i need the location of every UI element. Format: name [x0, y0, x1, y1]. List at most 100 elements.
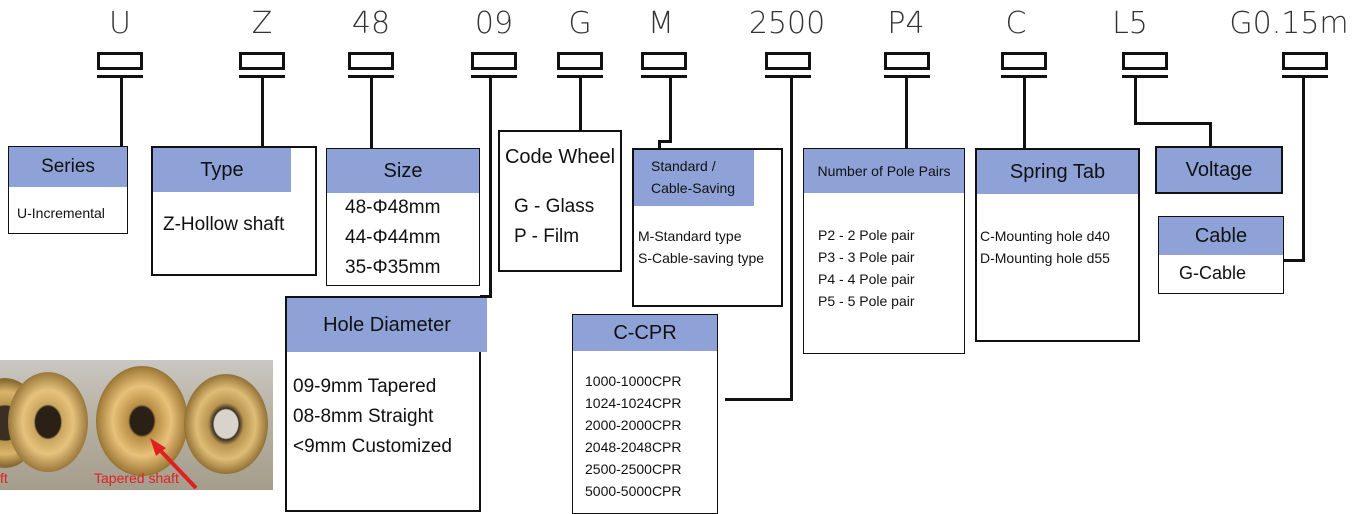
slot-underline — [557, 75, 603, 78]
connector-cable-h — [1283, 259, 1305, 262]
slot-cpr — [765, 52, 811, 70]
code-voltage: L5 — [1112, 6, 1148, 41]
connector-voltage-v2 — [1209, 122, 1212, 146]
slot-voltage — [1122, 52, 1168, 70]
slot-standard — [641, 52, 687, 70]
spring-box: Spring Tab C-Mounting hole d40 D-Mountin… — [975, 148, 1140, 342]
slot-type — [239, 52, 285, 70]
cpr-item: 1000-1000CPR — [585, 373, 682, 389]
code-wheel: G — [568, 6, 592, 41]
slot-underline — [348, 75, 394, 78]
standard-header-line2: Cable-Saving — [651, 180, 736, 196]
voltage-header: Voltage — [1157, 148, 1281, 192]
pole-header: Number of Pole Pairs — [804, 149, 964, 193]
connector-spring — [1023, 78, 1026, 148]
code-pole: P4 — [887, 6, 925, 41]
slot-hole — [471, 52, 517, 70]
code-cpr: 2500 — [748, 6, 826, 41]
slot-underline — [765, 75, 811, 78]
connector-series — [120, 78, 123, 146]
pole-item: P3 - 3 Pole pair — [818, 249, 915, 265]
connector-cpr-v — [790, 78, 793, 401]
connector-voltage-h — [1134, 122, 1212, 125]
annotation-arrow-icon — [150, 438, 198, 490]
connector-cpr-h — [725, 398, 793, 401]
cpr-item: 2048-2048CPR — [585, 439, 682, 455]
slot-spring — [1001, 52, 1047, 70]
shaft-ring-1 — [8, 372, 88, 472]
slot-underline — [97, 75, 143, 78]
cpr-box: C-CPR 1000-1000CPR 1024-1024CPR 2000-200… — [572, 314, 718, 514]
connector-cable-v — [1302, 78, 1305, 262]
pole-item: P2 - 2 Pole pair — [818, 227, 915, 243]
connector-hole-v — [489, 78, 492, 298]
connector-wheel — [579, 78, 582, 130]
connector-voltage-v — [1134, 78, 1137, 125]
shaft-ring-2 — [96, 366, 188, 476]
slot-underline — [239, 75, 285, 78]
voltage-box: Voltage — [1155, 146, 1283, 194]
slot-series — [97, 52, 143, 70]
standard-header-line1: Standard / — [651, 158, 716, 174]
cable-box: Cable G-Cable — [1158, 216, 1284, 294]
hole-item: <9mm Customized — [293, 436, 452, 457]
connector-pole — [905, 78, 908, 148]
size-header: Size — [327, 149, 479, 193]
cpr-item: 1024-1024CPR — [585, 395, 682, 411]
code-hole: 09 — [474, 6, 514, 41]
connector-size — [370, 78, 373, 148]
type-item: Z-Hollow shaft — [163, 214, 285, 235]
type-box: Type Z-Hollow shaft — [151, 146, 317, 276]
hole-item: 09-9mm Tapered — [293, 376, 437, 397]
standard-header: Standard / Cable-Saving — [634, 150, 754, 206]
code-wheel-item: P - Film — [514, 226, 580, 247]
shaft-ring-3 — [184, 374, 268, 474]
spring-item: D-Mounting hole d55 — [980, 250, 1110, 266]
connector-standard-v — [669, 78, 672, 142]
spring-item: C-Mounting hole d40 — [980, 228, 1110, 244]
photo-right-label: Tapered shaft — [94, 470, 179, 486]
code-type: Z — [251, 6, 273, 41]
slot-underline — [641, 75, 687, 78]
size-item: 35-Φ35mm — [345, 257, 441, 278]
spring-header: Spring Tab — [977, 150, 1138, 194]
size-item: 48-Φ48mm — [345, 197, 441, 218]
slot-underline — [1282, 75, 1328, 78]
standard-item: M-Standard type — [638, 228, 742, 244]
cable-header: Cable — [1159, 217, 1283, 255]
series-box: Series U-Incremental — [8, 146, 128, 234]
slot-pole — [884, 52, 930, 70]
pole-box: Number of Pole Pairs P2 - 2 Pole pair P3… — [803, 148, 965, 354]
hole-header: Hole Diameter — [287, 298, 487, 352]
pole-item: P5 - 5 Pole pair — [818, 293, 915, 309]
size-item: 44-Φ44mm — [345, 227, 441, 248]
connector-hole-h — [480, 295, 492, 298]
series-item: U-Incremental — [17, 205, 105, 221]
cpr-item: 2500-2500CPR — [585, 461, 682, 477]
connector-standard-h — [658, 140, 672, 143]
slot-underline — [1001, 75, 1047, 78]
connector-type — [261, 78, 264, 146]
shaft-photo: ft Tapered shaft — [0, 360, 273, 490]
size-box: Size 48-Φ48mm 44-Φ44mm 35-Φ35mm — [326, 148, 480, 286]
code-wheel-box: Code Wheel G - Glass P - Film — [498, 130, 622, 272]
slot-underline — [1122, 75, 1168, 78]
code-series: U — [109, 6, 131, 41]
type-header: Type — [153, 148, 291, 192]
code-standard: M — [648, 6, 674, 41]
cable-item: G-Cable — [1179, 263, 1247, 283]
connector-standard-v2 — [658, 140, 661, 150]
hole-item: 08-8mm Straight — [293, 406, 434, 427]
code-cable: G0.15m — [1229, 6, 1349, 41]
code-size: 48 — [351, 6, 391, 41]
standard-box: Standard / Cable-Saving M-Standard type … — [632, 148, 783, 307]
cpr-header: C-CPR — [573, 315, 717, 351]
cpr-item: 2000-2000CPR — [585, 417, 682, 433]
slot-cable — [1282, 52, 1328, 70]
hole-box: Hole Diameter 09-9mm Tapered 08-8mm Stra… — [285, 296, 487, 512]
code-wheel-item: G - Glass — [514, 196, 595, 217]
slot-wheel — [557, 52, 603, 70]
slot-size — [348, 52, 394, 70]
slot-underline — [471, 75, 517, 78]
slot-underline — [884, 75, 930, 78]
